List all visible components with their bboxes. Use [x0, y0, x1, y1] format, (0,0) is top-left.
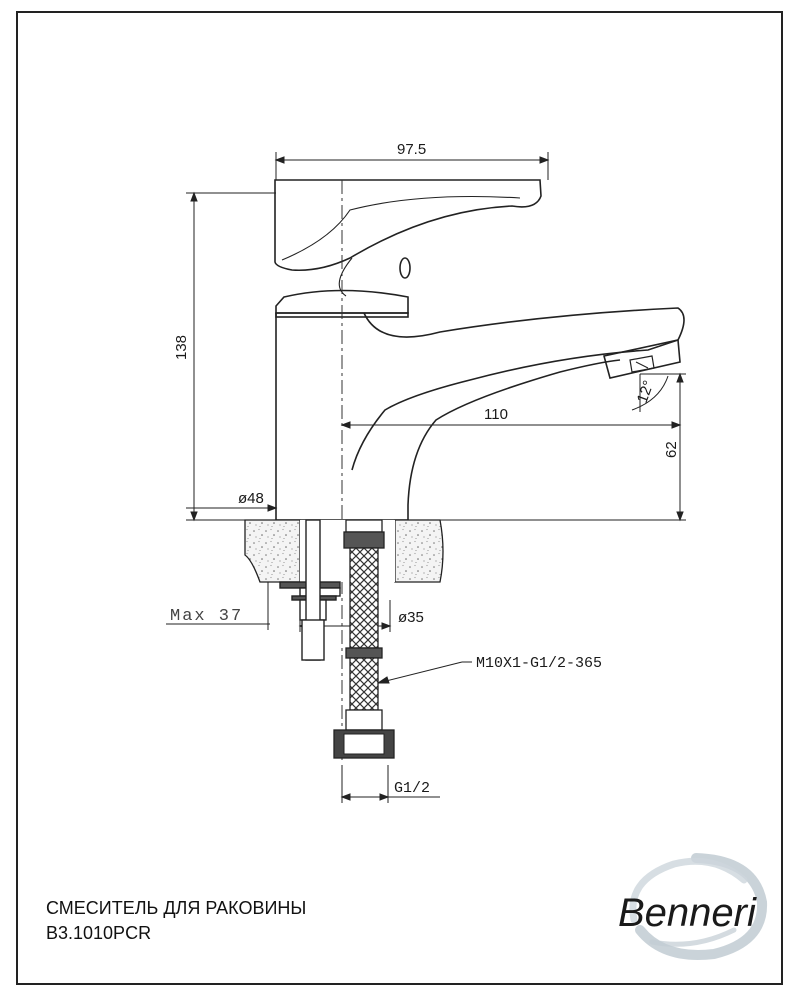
product-title: СМЕСИТЕЛЬ ДЛЯ РАКОВИНЫ [46, 898, 307, 918]
spout [351, 307, 685, 471]
dim-overall-width: 97.5 [397, 141, 426, 158]
dim-overall-height: 138 [173, 335, 190, 360]
faucet-outline [274, 179, 685, 521]
countertop [244, 519, 444, 583]
caption-block: СМЕСИТЕЛЬ ДЛЯ РАКОВИНЫ B3.1010PCR [46, 896, 306, 946]
brand-logo: Benneri [604, 850, 774, 962]
drawing-frame [16, 11, 783, 985]
dim-body-diameter: ø48 [238, 490, 264, 507]
brand-name: Benneri [618, 891, 757, 935]
dim-max-thickness: Max 37 [170, 607, 243, 626]
dimension-lines [166, 152, 686, 803]
aerator [603, 339, 681, 379]
brand-swirl-icon: Benneri [618, 853, 768, 960]
dim-aerator-angle: 12° [634, 378, 658, 405]
faucet-handle [274, 179, 542, 272]
mounting-hardware [279, 519, 341, 661]
dim-thread: G1/2 [394, 780, 430, 797]
flexible-hose [333, 519, 395, 759]
hose-spec-label: M10X1-G1/2-365 [476, 655, 602, 672]
dim-spout-height: 62 [663, 441, 680, 458]
product-model: B3.1010PCR [46, 923, 152, 943]
dim-spout-reach: 110 [484, 406, 508, 423]
dim-shank-diameter: ø35 [398, 609, 424, 626]
